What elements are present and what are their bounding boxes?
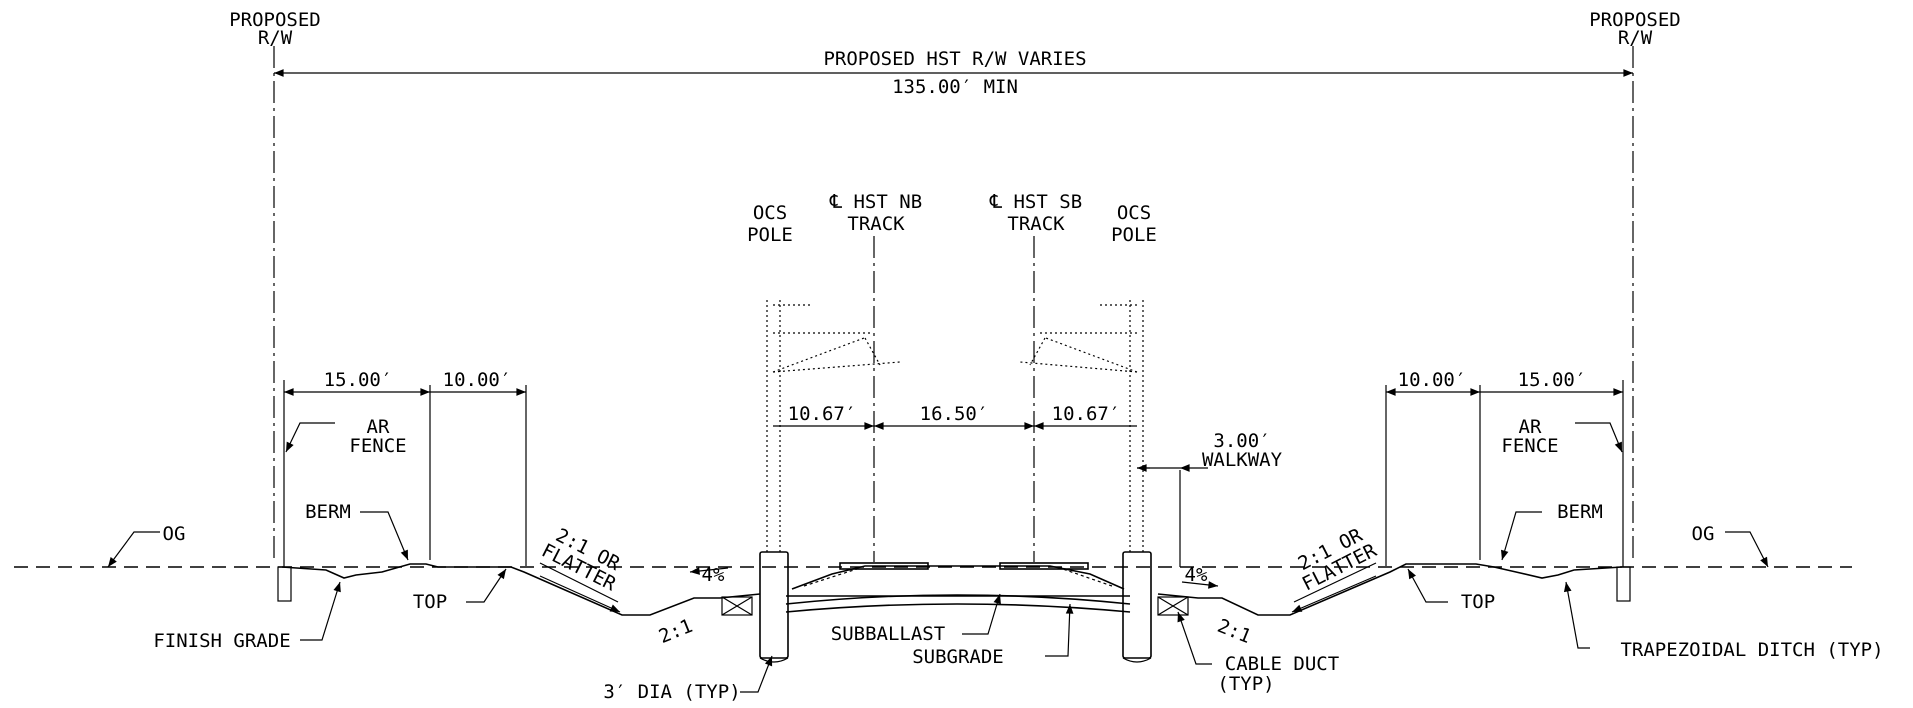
subgrade-label: SUBGRADE — [912, 646, 1004, 668]
sb-track-label-2: TRACK — [1007, 213, 1065, 235]
dim-15-left: 15.00′ — [324, 369, 393, 391]
top-right-label: TOP — [1461, 591, 1495, 613]
pct-left-label: 4% — [702, 564, 725, 586]
walkway-dim: 3.00′ — [1213, 430, 1270, 452]
nb-track-label-2: TRACK — [847, 213, 905, 235]
track-centerlines — [873, 236, 1035, 562]
ratio-left-label: 2:1 — [656, 615, 696, 648]
ar-fence-right-label-1: AR — [1519, 416, 1542, 438]
ocs-pole-left-label-2: POLE — [747, 224, 793, 246]
berm-left-label: BERM — [305, 501, 351, 523]
dim-10-67-left: 10.67′ — [788, 403, 857, 425]
pole-foundations — [721, 551, 1189, 663]
proposed-rw-left-label-1: PROPOSED — [229, 9, 321, 31]
dim-15-right: 15.00′ — [1518, 369, 1587, 391]
cable-duct-label-2: (TYP) — [1217, 673, 1274, 695]
dimensions — [284, 385, 1623, 567]
og-left-label: OG — [163, 523, 186, 545]
finish-grade-profile — [281, 562, 1623, 616]
berm-right-label: BERM — [1557, 501, 1603, 523]
ocs-pole-right-label-2: POLE — [1111, 224, 1157, 246]
pct-right-label: 4% — [1185, 564, 1208, 586]
ocs-pole-right-label-1: OCS — [1117, 202, 1151, 224]
proposed-rw-right-label-1: PROPOSED — [1589, 9, 1681, 31]
right-of-way-lines — [273, 46, 1634, 562]
dim-10-67-right: 10.67′ — [1052, 403, 1121, 425]
fence-posts — [277, 380, 1631, 602]
leaders — [107, 422, 1769, 693]
sb-track-label-1: ℄ HST SB — [989, 191, 1082, 213]
ar-fence-left-label-2: FENCE — [349, 435, 406, 457]
subballast-label: SUBBALLAST — [831, 623, 945, 645]
dim-10-right: 10.00′ — [1398, 369, 1467, 391]
dim-16-50: 16.50′ — [920, 403, 989, 425]
ar-fence-right-label-2: FENCE — [1501, 435, 1558, 457]
ratio-right-label: 2:1 — [1214, 615, 1254, 648]
og-right-label: OG — [1692, 523, 1715, 545]
labels: PROPOSED R/W PROPOSED R/W PROPOSED HST R… — [153, 9, 1883, 703]
cable-duct-label-1: CABLE DUCT — [1225, 653, 1339, 675]
nb-track-label-1: ℄ HST NB — [829, 191, 922, 213]
finish-grade-label: FINISH GRADE — [153, 630, 290, 652]
proposed-rw-right-label-2: R/W — [1618, 27, 1653, 49]
rw-min-label: 135.00′ MIN — [892, 76, 1018, 98]
dim-10-left: 10.00′ — [443, 369, 512, 391]
top-left-label: TOP — [413, 591, 447, 613]
ar-fence-left-label-1: AR — [367, 416, 390, 438]
trackbed — [785, 562, 1131, 613]
rw-varies-label: PROPOSED HST R/W VARIES — [823, 48, 1086, 70]
ocs-pole-left-label-1: OCS — [753, 202, 787, 224]
walkway-label: WALKWAY — [1202, 449, 1283, 471]
trapezoidal-ditch-label: TRAPEZOIDAL DITCH (TYP) — [1620, 639, 1883, 661]
proposed-rw-left-label-2: R/W — [258, 27, 293, 49]
dia-label: 3′ DIA (TYP) — [603, 681, 740, 703]
